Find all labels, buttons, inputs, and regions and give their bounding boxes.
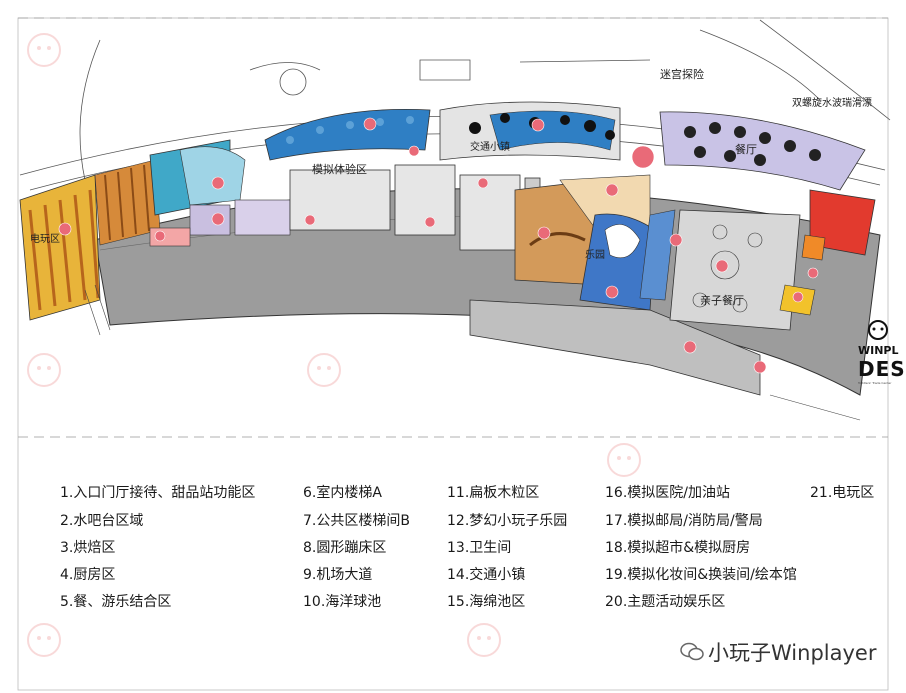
watermark-icon (307, 353, 341, 387)
dining-zone (659, 111, 866, 191)
logo-brand: WINPL (858, 344, 899, 357)
family-dining (669, 209, 801, 331)
label-slide: 双螺旋水波瑞滑漂 (792, 96, 872, 109)
room-markers (58, 117, 819, 374)
design-logo: WINPL DES Toddlers' Trade Center (858, 318, 906, 408)
logo-design: DES (858, 357, 906, 381)
label-traffic-town: 交通小镇 (470, 140, 510, 153)
logo-tagline: Toddlers' Trade Center (858, 381, 892, 385)
watermark-icon (467, 623, 501, 657)
label-amusement: 乐园 (585, 249, 605, 261)
watermark-icon (27, 353, 61, 387)
wechat-icon (680, 642, 704, 661)
red-zone (809, 189, 876, 256)
brand-caption: 小玩子Winplayer (708, 641, 877, 665)
label-mock-zone: 模拟体验区 (312, 162, 367, 176)
arcade-zone (19, 159, 161, 321)
orange-zone (801, 234, 826, 261)
mascot-icon (868, 320, 888, 340)
label-dining: 餐厅 (735, 142, 757, 156)
watermark-icon (27, 33, 61, 67)
label-arcade: 电玩区 (30, 232, 60, 245)
ocean-band (264, 108, 431, 161)
watermark-icon (27, 623, 61, 657)
airport-lane (639, 209, 676, 301)
watermark-icon (607, 443, 641, 477)
label-family-dining: 亲子餐厅 (700, 293, 744, 307)
label-maze: 迷宫探险 (660, 67, 704, 81)
